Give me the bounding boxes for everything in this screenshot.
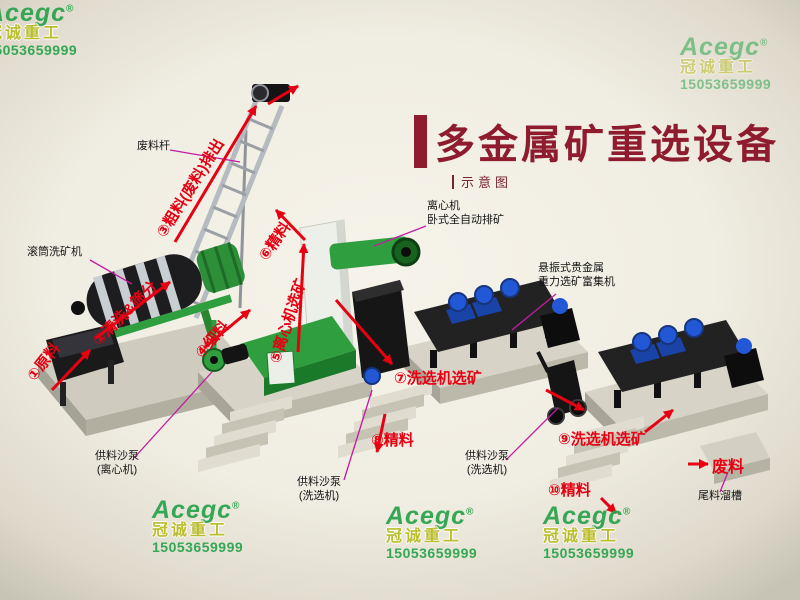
equipment-label-shaker: 悬振式贵金属 重力选矿富集机	[538, 261, 615, 289]
registered-mark-icon: ®	[466, 506, 475, 518]
equipment-label-shaker-line2: 重力选矿富集机	[538, 276, 615, 288]
flow-arrows	[50, 84, 709, 515]
equipment-label-shaker-line1: 悬振式贵金属	[538, 262, 604, 274]
tailings-chute-box	[700, 432, 770, 484]
watermark-brand: Acegc®	[152, 496, 241, 524]
equipment-label-pump-washer-1-line2: (洗选机)	[298, 490, 340, 502]
watermark-brand: Acegc®	[680, 33, 769, 61]
watermark-phone: 15053659999	[543, 545, 635, 562]
page-title: 多金属矿重选设备	[435, 123, 779, 167]
equipment-label-pump-washer-2: 供料沙泵 (洗选机)	[465, 449, 509, 477]
subtitle-text: 示意图	[461, 175, 513, 190]
equipment-label-pump-washer-2-line1: 供料沙泵	[465, 450, 509, 462]
equipment-label-pump-washer-1-line1: 供料沙泵	[297, 476, 341, 488]
registered-mark-icon: ®	[232, 500, 241, 512]
equipment-label-pump-centrifuge-line1: 供料沙泵	[95, 450, 139, 462]
title-accent-bar	[414, 114, 427, 168]
equipment-label-tailings-chute: 尾料溜槽	[698, 490, 742, 502]
equipment-label-centrifuge: 离心机 卧式全自动排矿	[427, 199, 504, 227]
watermark-bottom-right: Acegc® 冠诚重工 15053659999	[543, 503, 634, 561]
steps-centrifuge	[198, 396, 292, 472]
watermark-company: 冠诚重工	[543, 528, 620, 546]
equipment-label-pump-centrifuge-line2: (离心机)	[96, 464, 138, 476]
registered-mark-icon: ®	[623, 506, 632, 518]
subtitle: 示意图	[452, 172, 512, 191]
equipment-label-pump-centrifuge: 供料沙泵 (离心机)	[95, 449, 139, 477]
watermark-phone: 15053659999	[0, 42, 78, 59]
watermark-phone: 15053659999	[152, 539, 244, 556]
watermark-top-left: Acegc® 冠诚重工 15053659999	[0, 0, 77, 58]
registered-mark-icon: ®	[66, 3, 75, 15]
equipment-label-drum-washer: 滚筒洗矿机	[27, 246, 82, 258]
flow-label-7-washer-separation: ⑦洗选机选矿	[394, 370, 482, 387]
leader-lines	[89, 149, 729, 493]
equipment-label-waste-rod: 废料杆	[137, 140, 170, 152]
watermark-company: 冠诚重工	[680, 59, 757, 77]
watermark-top-right: Acegc® 冠诚重工 15053659999	[680, 34, 771, 92]
watermark-company: 冠诚重工	[152, 522, 229, 540]
watermark-brand: Acegc®	[0, 0, 75, 27]
equipment-label-centrifuge-line2: 卧式全自动排矿	[427, 214, 504, 226]
watermark-brand: Acegc®	[543, 502, 632, 530]
steps-shaker-2	[550, 416, 644, 492]
equipment-label-centrifuge-line1: 离心机	[427, 200, 460, 212]
shaker-machine-1	[414, 278, 580, 368]
equipment-label-pump-washer-1: 供料沙泵 (洗选机)	[297, 475, 341, 503]
watermark-bottom-left: Acegc® 冠诚重工 15053659999	[152, 497, 243, 555]
registered-mark-icon: ®	[760, 37, 769, 49]
watermark-phone: 15053659999	[386, 545, 478, 562]
flow-label-8-concentrate: ⑧精料	[371, 432, 414, 449]
watermark-company: 冠诚重工	[0, 25, 63, 43]
shaker-machine-2	[598, 318, 764, 408]
flow-label-waste: 废料	[712, 459, 745, 476]
watermark-company: 冠诚重工	[386, 528, 463, 546]
flow-label-10-concentrate: ⑩精料	[548, 482, 591, 499]
watermark-bottom-center: Acegc® 冠诚重工 15053659999	[386, 503, 477, 561]
equipment-label-pump-washer-2-line2: (洗选机)	[466, 464, 508, 476]
title-block: 多金属矿重选设备	[414, 112, 779, 170]
watermark-brand: Acegc®	[386, 502, 475, 530]
feed-tank	[352, 280, 410, 385]
flow-label-9-washer-separation: ⑨洗选机选矿	[558, 431, 646, 448]
watermark-phone: 15053659999	[680, 76, 772, 93]
feed-pump-centrifuge	[202, 320, 249, 372]
subtitle-accent-bar	[452, 174, 454, 189]
